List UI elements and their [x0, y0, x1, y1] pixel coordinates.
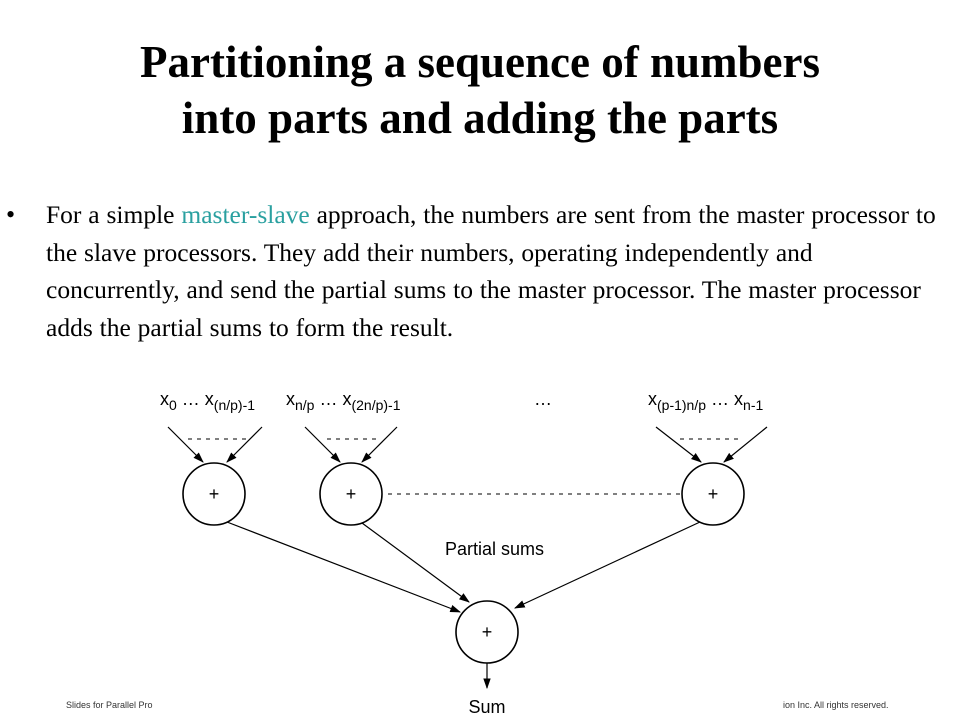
bullet-point: • For a simple master-slave approach, th… [6, 196, 946, 346]
partial-sums-label: Partial sums [445, 539, 544, 559]
plus-icon: + [482, 622, 493, 642]
title-line-1: Partitioning a sequence of numbers [140, 37, 820, 87]
dashed-separators [188, 438, 742, 495]
bullet-text: For a simple master-slave approach, the … [46, 196, 946, 346]
bullet-text-post: approach, the numbers are sent from the … [46, 200, 936, 342]
input-label-group-1: x0…x(n/p)-1 [160, 389, 255, 413]
sum-label: Sum [468, 697, 505, 717]
partial-sum-arrows [226, 521, 701, 613]
slide-title: Partitioning a sequence of numbers into … [0, 34, 960, 146]
adder-2: + [319, 462, 383, 526]
footer-right: ion Inc. All rights reserved. [783, 700, 889, 710]
adder-3: + [681, 462, 745, 526]
plus-icon: + [346, 484, 357, 504]
input-arrows [167, 426, 768, 463]
title-line-2: into parts and adding the parts [181, 93, 779, 143]
master-slave-term: master-slave [181, 200, 310, 229]
input-label-group-3: x(p-1)n/p…xn-1 [648, 389, 763, 413]
final-adder: + [455, 600, 519, 664]
input-label-group-2: xn/p…x(2n/p)-1 [286, 389, 401, 413]
adder-1: + [182, 462, 246, 526]
plus-icon: + [708, 484, 719, 504]
bullet-text-pre: For a simple [46, 200, 182, 229]
bullet-dot-icon: • [6, 200, 16, 229]
footer-left: Slides for Parallel Pro [66, 700, 153, 710]
plus-icon: + [209, 484, 220, 504]
middle-ellipsis: … [534, 389, 552, 409]
